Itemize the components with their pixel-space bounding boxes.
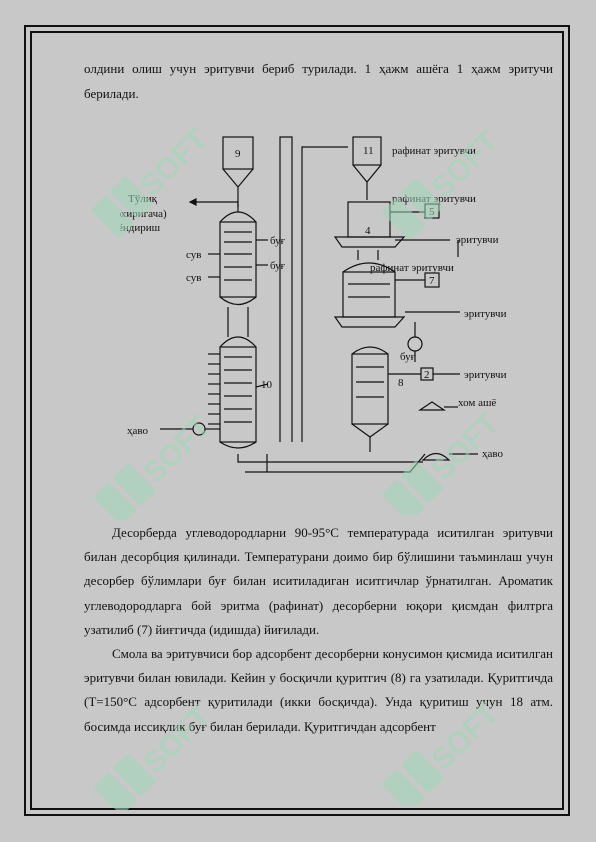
svg-text:SOFT: SOFT xyxy=(425,697,505,777)
label-4: 4 xyxy=(365,225,371,237)
hopper-11 xyxy=(352,136,382,166)
intro-paragraph: олдини олиш учун эритувчи бериб турилади… xyxy=(84,61,553,101)
regenerator-upper xyxy=(219,221,257,298)
label-eritu-2: эритувчи xyxy=(464,308,507,320)
column-10 xyxy=(219,346,257,443)
label-rafinat-1: рафинат эритувчи xyxy=(392,145,476,157)
label-rafinat-3: рафинат эритувчи xyxy=(370,262,454,274)
label-bug-1: буғ xyxy=(270,235,286,247)
svg-text:SOFT: SOFT xyxy=(134,123,205,203)
label-9: 9 xyxy=(235,148,241,160)
label-10: 10 xyxy=(261,379,273,391)
label-7: 7 xyxy=(429,275,435,287)
watermark-logo-4: SOFT xyxy=(382,407,505,515)
watermark-logo-5: SOFT xyxy=(94,700,217,810)
svg-text:SOFT: SOFT xyxy=(137,410,217,490)
air-blower-right xyxy=(421,452,451,461)
hopper-9 xyxy=(222,136,254,170)
watermark-logo-1: SOFT xyxy=(91,123,205,238)
label-suv-2: сув xyxy=(186,272,201,284)
label-bug-2: буғ xyxy=(270,260,286,272)
label-hom-ashyo: хом ашё xyxy=(458,397,496,409)
svg-text:SOFT: SOFT xyxy=(425,125,505,205)
label-havo-2: ҳаво xyxy=(482,448,504,460)
label-suv-1: сув xyxy=(186,249,201,261)
page-border-inner xyxy=(30,31,564,810)
svg-text:SOFT: SOFT xyxy=(425,407,505,487)
label-bug-3: буғ xyxy=(400,351,416,363)
watermark-logo-2: SOFT xyxy=(382,125,505,240)
label-havo-1: ҳаво xyxy=(127,425,149,437)
raw-material-feed xyxy=(418,401,446,411)
watermark-logo-3: SOFT xyxy=(94,410,217,520)
main-text: Десорберда углеводородларни 90-95°C темп… xyxy=(84,521,553,739)
page-border-outer xyxy=(24,25,570,816)
desorber-middle xyxy=(342,271,396,318)
label-11: 11 xyxy=(363,145,374,157)
label-eritu-3: эритувчи xyxy=(464,369,507,381)
pump xyxy=(407,336,423,352)
label-eritu-1: эритувчи xyxy=(456,234,499,246)
dryer-8 xyxy=(351,353,389,425)
svg-text:SOFT: SOFT xyxy=(137,700,217,780)
label-2: 2 xyxy=(424,369,430,381)
watermark-logo-6: SOFT xyxy=(382,697,505,805)
paragraph-2: Смола ва эритувчиси бор адсорбент десорб… xyxy=(84,646,553,734)
paragraph-1: Десорберда углеводородларни 90-95°C темп… xyxy=(84,525,553,637)
collector-7 xyxy=(424,272,440,288)
label-8: 8 xyxy=(398,377,404,389)
